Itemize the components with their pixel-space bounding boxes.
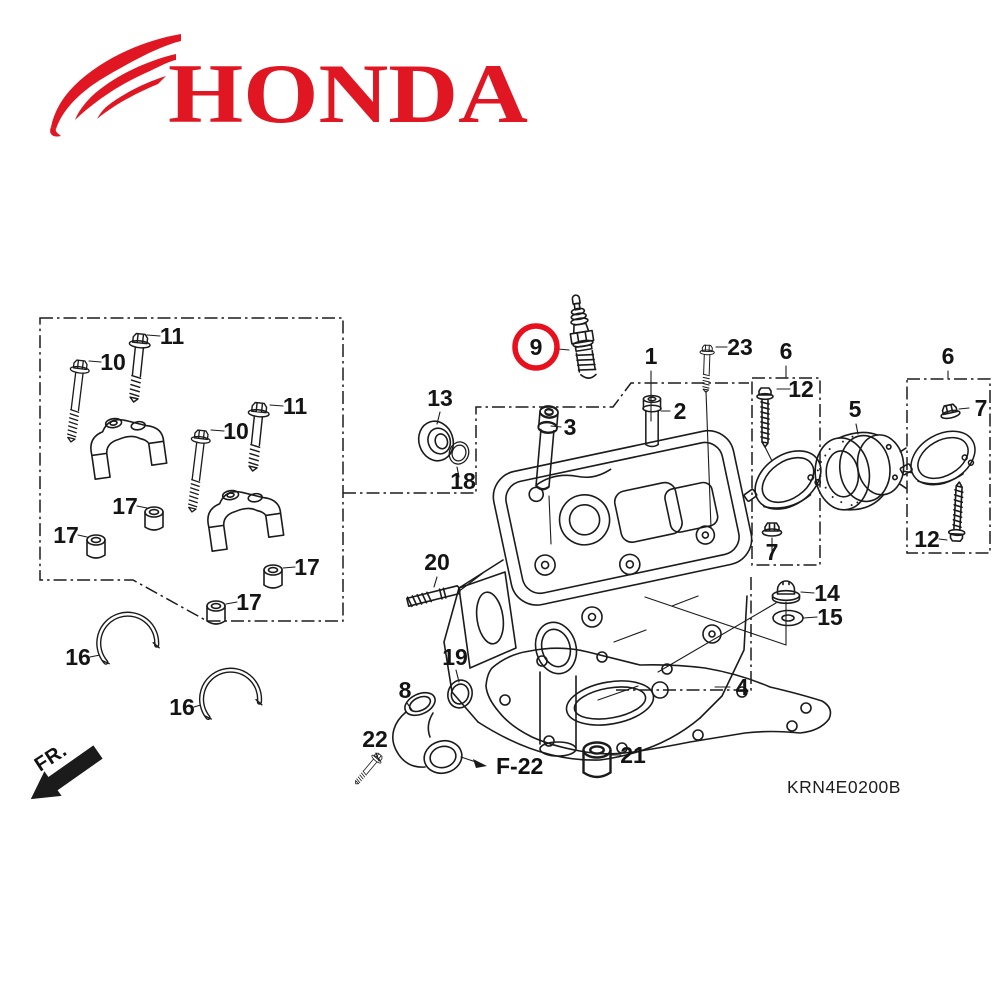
clamp-nut-7-b xyxy=(938,402,962,421)
part-label-21: 21 xyxy=(620,742,646,768)
highlight-ring-part-9 xyxy=(512,323,560,371)
flange-bolt-10-a xyxy=(60,358,91,444)
part-label-4: 4 xyxy=(736,674,749,700)
part-label-14: 14 xyxy=(814,580,840,606)
dowel-pin-17-c xyxy=(263,564,283,589)
part-label-18: 18 xyxy=(450,468,476,494)
part-label-16-b: 16 xyxy=(169,694,195,720)
dowel-pin-17-a xyxy=(144,506,164,531)
leader-lines xyxy=(77,334,970,762)
cap-nut-14 xyxy=(771,580,801,605)
clamp-group-right xyxy=(893,402,986,543)
part-labels: 10 11 10 11 17 17 17 17 16 16 9 13 18 3 … xyxy=(53,323,987,768)
seal-16-b xyxy=(198,666,263,720)
camshaft-holder-a xyxy=(86,411,169,481)
part-label-20: 20 xyxy=(424,549,450,575)
clamp-bolt-12-b xyxy=(947,480,969,543)
frame-head-group-right xyxy=(612,577,752,691)
flange-bolt-23 xyxy=(698,344,716,394)
front-arrow-icon xyxy=(30,745,103,800)
o-ring-19 xyxy=(443,676,477,712)
insulator-boot-5 xyxy=(814,431,913,511)
valve-guides xyxy=(531,394,662,545)
part-label-1: 1 xyxy=(645,343,658,369)
part-label-8: 8 xyxy=(399,677,412,703)
frame-clamp-box-right xyxy=(906,378,991,554)
part-label-6-b: 6 xyxy=(942,343,955,369)
part-label-11-a: 11 xyxy=(160,323,185,349)
part-label-10-b: 10 xyxy=(223,418,249,444)
water-elbow-pipe-8 xyxy=(392,691,463,775)
camshaft-holder-b xyxy=(203,483,286,553)
diagram-code: KRN4E0200B xyxy=(787,777,901,797)
flange-bolt-22 xyxy=(350,750,385,788)
part-label-12-b: 12 xyxy=(914,526,940,552)
part-label-17-d: 17 xyxy=(236,589,262,615)
part-label-3: 3 xyxy=(564,414,577,440)
part-label-2: 2 xyxy=(674,398,687,424)
seal-16-a xyxy=(94,609,160,665)
cross-reference-f22: F-22 xyxy=(460,753,543,779)
front-direction-marker: FR. xyxy=(30,739,103,800)
part-label-22: 22 xyxy=(362,726,388,752)
clamp-bolt-12-a xyxy=(756,387,774,448)
honda-logo: HONDA xyxy=(50,34,528,141)
group-frames xyxy=(39,317,991,691)
part-label-5: 5 xyxy=(849,396,862,422)
flange-bolt-10-b xyxy=(181,428,212,514)
spark-plug xyxy=(569,294,597,379)
frame-clamp-box-left xyxy=(751,377,821,566)
honda-wordmark: HONDA xyxy=(168,47,528,141)
stud-bolt-20 xyxy=(406,585,461,608)
part-label-17-b: 17 xyxy=(53,522,79,548)
part-label-10-a: 10 xyxy=(100,349,126,375)
part-label-9-circled: 9 xyxy=(530,334,543,360)
part-label-7-b: 7 xyxy=(975,395,988,421)
part-label-7-a: 7 xyxy=(766,539,779,565)
part-label-6-a: 6 xyxy=(780,338,793,364)
part-label-15: 15 xyxy=(817,604,843,630)
part-label-13: 13 xyxy=(427,385,453,411)
frame-cam-holder-group xyxy=(39,317,344,622)
washer-15 xyxy=(772,609,804,627)
flange-bolt-11-a xyxy=(122,332,152,404)
cylinder-head xyxy=(443,429,753,761)
part-label-16-a: 16 xyxy=(65,644,91,670)
head-gasket xyxy=(485,647,832,755)
clamp-group-left xyxy=(735,387,833,537)
part-label-12-a: 12 xyxy=(788,376,814,402)
part-label-19: 19 xyxy=(442,644,468,670)
band-clamp-a xyxy=(735,438,833,528)
clamp-nut-7-a xyxy=(761,522,783,537)
honda-wing-icon xyxy=(50,34,181,137)
part-label-17-c: 17 xyxy=(294,554,320,580)
valve-guide-2 xyxy=(642,394,662,448)
dowel-pin-17-b xyxy=(86,534,106,559)
cross-reference-label: F-22 xyxy=(496,753,543,779)
part-label-17-a: 17 xyxy=(112,493,138,519)
part-label-23: 23 xyxy=(727,334,753,360)
sealing-cap-13 xyxy=(417,420,455,462)
part-label-11-b: 11 xyxy=(283,393,308,419)
